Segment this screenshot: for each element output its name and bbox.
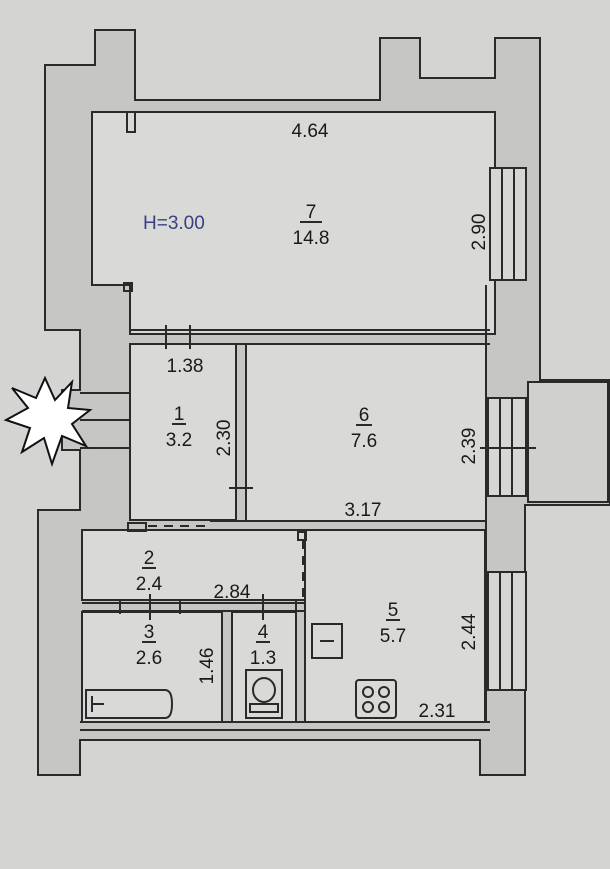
dim-bath-depth: 1.46 — [197, 648, 218, 685]
dim-corridor-width: 2.84 — [214, 582, 251, 603]
room-2-area: 2.4 — [136, 574, 163, 595]
room-2-outline — [81, 529, 306, 601]
room-1-number: 1 — [174, 404, 185, 425]
wall-marker — [123, 282, 133, 292]
dim-room6-depth: 2.39 — [459, 428, 480, 465]
room-3-number: 3 — [144, 622, 155, 643]
dim-kitchen-width: 2.31 — [419, 701, 456, 722]
sink-icon — [311, 623, 343, 659]
room-7-number: 7 — [306, 202, 317, 223]
room-1-outline — [129, 343, 237, 521]
room-3-area: 2.6 — [136, 648, 162, 669]
dim-room1-width: 1.38 — [167, 356, 204, 377]
ceiling-height-label: H=3.00 — [143, 213, 205, 234]
window-room-5 — [487, 571, 527, 691]
room-4-number: 4 — [258, 622, 269, 643]
room-2-number: 2 — [144, 548, 155, 569]
room-1-area: 3.2 — [166, 430, 192, 451]
wall-marker — [297, 531, 307, 541]
window-room-7 — [489, 167, 527, 281]
room-5-number: 5 — [388, 600, 399, 621]
room-6-number: 6 — [359, 405, 370, 426]
window-room-6 — [480, 397, 536, 497]
wall-marker — [126, 111, 136, 133]
dim-kitchen-depth: 2.44 — [459, 613, 480, 650]
dim-room6-width: 3.17 — [345, 500, 382, 521]
entrance-starburst-icon — [3, 375, 93, 468]
stove-icon — [355, 679, 397, 719]
room-5-area: 5.7 — [380, 626, 406, 647]
room-6-area: 7.6 — [351, 431, 377, 452]
room-7-outline — [91, 111, 496, 335]
dim-room7-width: 4.64 — [292, 121, 329, 142]
room-4-area: 1.3 — [250, 648, 276, 669]
balcony — [527, 381, 609, 503]
room-7-area: 14.8 — [293, 228, 330, 249]
wall-marker — [127, 522, 147, 532]
dim-room1-depth: 2.30 — [214, 420, 235, 457]
dim-room7-depth: 2.90 — [469, 214, 490, 251]
bathtub-icon — [85, 689, 174, 719]
toilet-icon — [245, 669, 283, 719]
